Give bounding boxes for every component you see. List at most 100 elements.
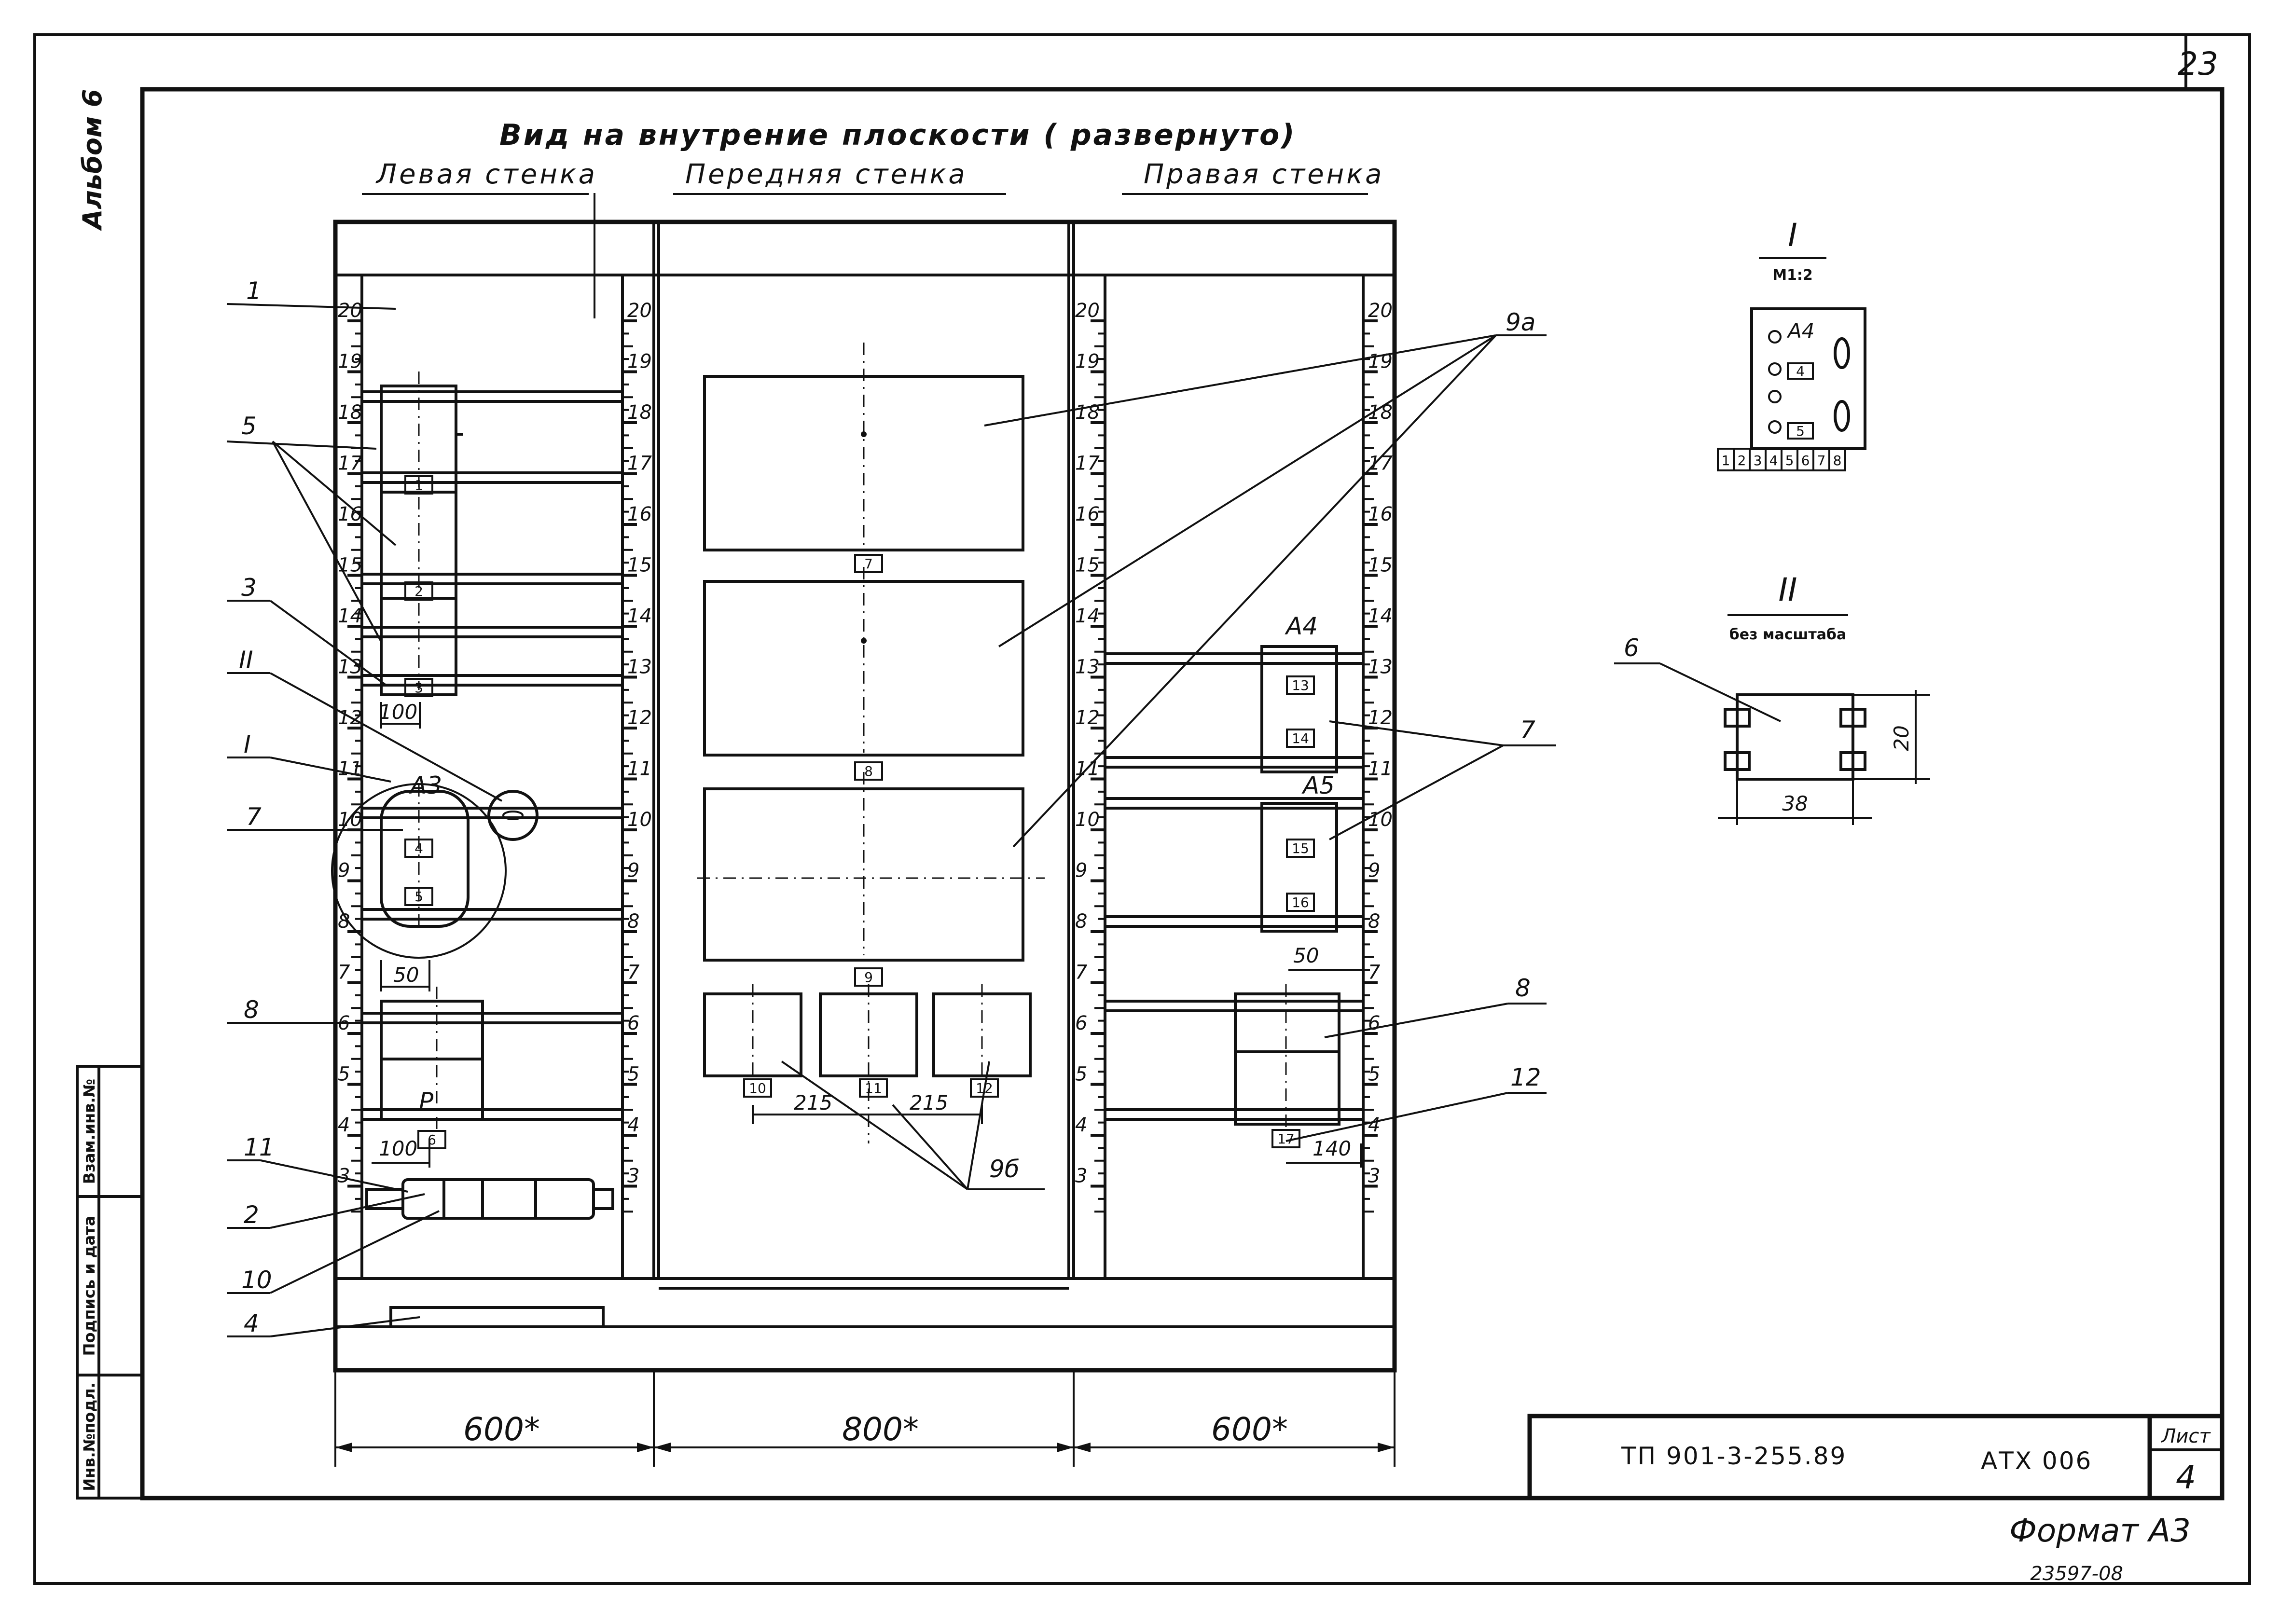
callout-9a: 9а xyxy=(1506,308,1535,336)
callout-I: I xyxy=(244,730,251,758)
cabinet-outline xyxy=(333,193,1397,1373)
terminal-number: 4 xyxy=(1769,453,1778,468)
tag-frame xyxy=(1286,893,1315,912)
detail-I-tag-4: 4 xyxy=(1796,363,1805,379)
detail-I-scale: М1:2 xyxy=(1772,267,1813,284)
ruler-number: 13 xyxy=(1075,656,1100,678)
ruler-number: 12 xyxy=(627,707,652,729)
tag-frame xyxy=(1286,675,1315,695)
tag-frame xyxy=(859,1078,888,1098)
width-right-wall: 600* xyxy=(1211,1411,1288,1448)
width-left-wall: 600* xyxy=(463,1411,540,1448)
left-stamp: Инв.№подл. Подпись и дата Взам.инв.№ xyxy=(76,1065,144,1500)
ruler-number: 4 xyxy=(1368,1114,1380,1136)
tag-frame xyxy=(1286,729,1315,748)
callout-7-left: 7 xyxy=(246,803,262,831)
ruler-number: 4 xyxy=(338,1114,350,1136)
ruler-number: 16 xyxy=(1368,503,1393,525)
callout-5: 5 xyxy=(241,412,257,440)
ruler-number: 5 xyxy=(338,1063,350,1086)
ruler-number: 5 xyxy=(1368,1063,1380,1086)
position-tag: 8 xyxy=(864,763,873,779)
ruler-number: 19 xyxy=(1075,351,1100,373)
ruler-number: 17 xyxy=(338,453,362,475)
width-front-wall: 800* xyxy=(842,1411,919,1448)
position-tag: 13 xyxy=(1292,677,1309,693)
detail-I-module-label: А4 xyxy=(1786,319,1814,343)
ruler-number: 8 xyxy=(1075,910,1087,933)
left-wall-equipment xyxy=(331,372,622,1328)
tag-frame xyxy=(404,887,433,906)
position-tag: 2 xyxy=(415,583,423,599)
position-tag: 4 xyxy=(415,840,423,856)
position-tag: 12 xyxy=(976,1080,993,1096)
ruler-number: 6 xyxy=(1368,1012,1380,1034)
tag-frame xyxy=(1286,839,1315,858)
ruler-number: 6 xyxy=(1075,1012,1087,1034)
position-tag: 10 xyxy=(749,1080,766,1096)
ruler-number: 17 xyxy=(1368,453,1393,475)
ruler-number: 15 xyxy=(1075,554,1100,577)
archive-number: 23597-08 xyxy=(2030,1563,2123,1585)
left-wall-title: Левая стенка xyxy=(375,159,597,190)
front-wall-title: Передняя стенка xyxy=(685,159,967,190)
ruler-number: 11 xyxy=(338,758,362,780)
ruler-number: 10 xyxy=(338,809,362,831)
callout-9b: 9б xyxy=(989,1155,1020,1183)
terminal-number: 3 xyxy=(1754,453,1762,468)
ruler-number: 4 xyxy=(627,1114,639,1136)
terminal-number: 8 xyxy=(1833,453,1842,468)
tag-frame xyxy=(743,1078,772,1098)
ruler-number: 6 xyxy=(627,1012,639,1034)
ruler-number: 15 xyxy=(338,554,362,577)
detail-II-title: II xyxy=(1779,571,1797,608)
ruler-number: 10 xyxy=(627,809,652,831)
ruler-number: 18 xyxy=(1075,401,1100,424)
main-title: Вид на внутрение плоскости ( развернуто) xyxy=(499,118,1297,152)
tag-frame xyxy=(854,967,883,987)
ruler-number: 20 xyxy=(338,300,362,322)
dim-38: 38 xyxy=(1782,792,1808,815)
ruler-number: 17 xyxy=(1075,453,1100,475)
ruler-number: 4 xyxy=(1075,1114,1087,1136)
ruler-number: 9 xyxy=(1075,860,1087,882)
terminal-number: 1 xyxy=(1722,453,1730,468)
ruler-number: 9 xyxy=(1368,860,1380,882)
ruler-number: 14 xyxy=(1368,605,1393,627)
ruler-number: 16 xyxy=(627,503,652,525)
position-tag: 7 xyxy=(864,556,873,572)
right-wall-equipment xyxy=(1105,645,1363,1131)
project-code: ТП 901-3-255.89 xyxy=(1621,1442,1847,1470)
ruler-number: 14 xyxy=(627,605,652,627)
dimension-lines xyxy=(334,702,1396,1467)
module-a3-label: А3 xyxy=(409,771,442,799)
leader-lines xyxy=(226,303,1556,1337)
ruler-number: 14 xyxy=(338,605,362,627)
dim-50-right: 50 xyxy=(1293,944,1319,967)
position-tag: 5 xyxy=(415,889,423,905)
ruler-number: 3 xyxy=(1368,1165,1380,1187)
tag-frame xyxy=(404,475,433,495)
position-tag: 11 xyxy=(865,1080,882,1096)
position-tag: 17 xyxy=(1277,1131,1295,1147)
ruler-number: 9 xyxy=(627,860,639,882)
front-wall-equipment xyxy=(697,343,1045,1143)
terminal-number: 6 xyxy=(1801,453,1810,468)
tag-frame xyxy=(404,678,433,697)
callout-8-left: 8 xyxy=(244,996,259,1024)
position-tag: 15 xyxy=(1292,840,1309,856)
ruler-number: 9 xyxy=(338,860,350,882)
ruler-number: 15 xyxy=(1368,554,1393,577)
dim-215-b: 215 xyxy=(910,1091,948,1115)
ruler-number: 14 xyxy=(1075,605,1100,627)
dim-100-top: 100 xyxy=(379,700,417,724)
tag-frame xyxy=(417,1130,446,1149)
ruler-number: 18 xyxy=(627,401,652,424)
inner-frame xyxy=(140,87,2225,1500)
tag-frame xyxy=(404,839,433,858)
ruler-number: 5 xyxy=(1075,1063,1087,1086)
sheet-label: Лист xyxy=(2160,1425,2211,1447)
ruler-number: 11 xyxy=(1368,758,1393,780)
